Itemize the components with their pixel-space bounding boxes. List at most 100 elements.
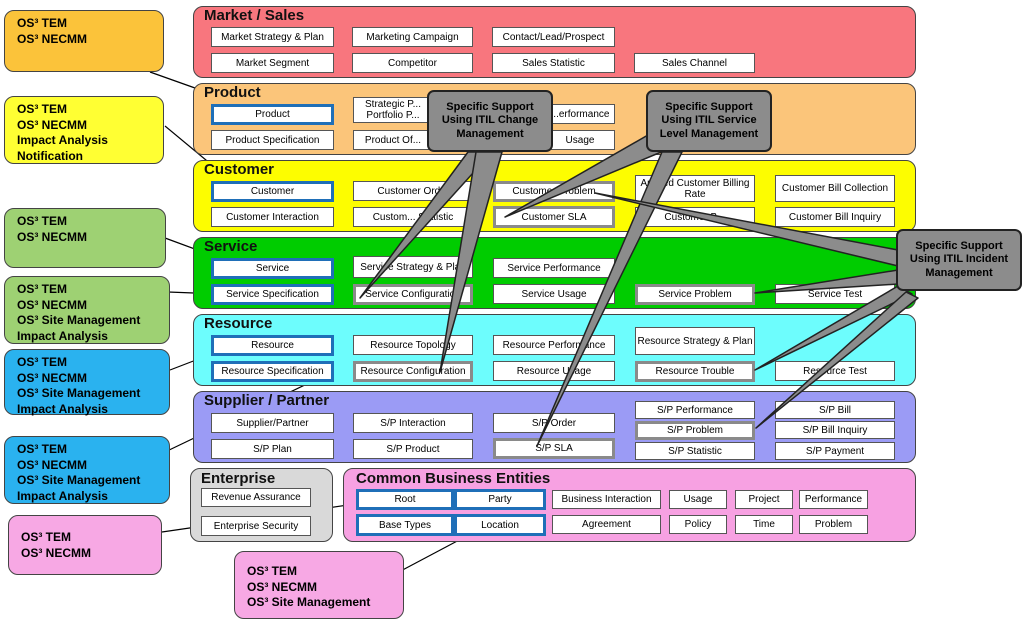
callout-line: OS³ TEM: [21, 530, 71, 544]
callout-line: Impact Analysis: [17, 401, 108, 416]
entity-agreement: Agreement: [552, 515, 661, 534]
entity-customer-interaction: Customer Interaction: [211, 207, 334, 227]
callout-root: OS³ TEM OS³ NECMM: [8, 515, 162, 575]
entity-customer-statistic: Custom... Statistic: [353, 207, 473, 227]
entity-sp-problem: S/P Problem: [635, 421, 755, 440]
entity-customer-bill: Customer B...: [635, 207, 755, 227]
itil-service-level-management-callout: Specific Support Using ITIL Service Leve…: [646, 90, 772, 152]
entity-resource-trouble: Resource Trouble: [635, 361, 755, 382]
entity-applied-customer-billing-rate: Applied Customer Billing Rate: [635, 175, 755, 202]
callout-customer: OS³ TEM OS³ NECMM: [4, 208, 166, 268]
entity-contact-lead-prospect: Contact/Lead/Prospect: [492, 27, 615, 47]
entity-sp-payment: S/P Payment: [775, 442, 895, 460]
itil-incident-management-callout: Specific Support Using ITIL Incident Man…: [896, 229, 1022, 291]
entity-problem: Problem: [799, 515, 868, 534]
entity-root: Root: [356, 489, 454, 510]
entity-product-offering: Product Of...: [353, 130, 433, 150]
entity-competitor: Competitor: [352, 53, 473, 73]
domain-title: Product: [204, 84, 261, 101]
domain-title: Supplier / Partner: [204, 392, 330, 409]
callout-resource: OS³ TEM OS³ NECMM OS³ Site Management Im…: [4, 349, 170, 416]
entity-base-types: Base Types: [356, 514, 454, 536]
entity-product-performance: ...erformance: [545, 104, 615, 124]
entity-resource-specification: Resource Specification: [211, 361, 334, 382]
entity-resource-usage: Resource Usage: [493, 361, 615, 381]
domain-title: Enterprise: [201, 470, 276, 487]
entity-service-usage: Service Usage: [493, 284, 615, 304]
callout-line: OS³ TEM: [17, 442, 67, 456]
callout-line: Impact Analysis: [17, 133, 108, 147]
callout-line: OS³ Site Management: [247, 595, 371, 609]
entity-project: Project: [735, 490, 793, 509]
entity-product: Product: [211, 104, 334, 125]
domain-title: Market / Sales: [204, 7, 305, 24]
entity-marketing-campaign: Marketing Campaign: [352, 27, 473, 47]
entity-sp-plan: S/P Plan: [211, 439, 334, 459]
entity-time: Time: [735, 515, 793, 534]
entity-customer-order: Customer Ord...: [353, 181, 473, 201]
callout-market-sales: OS³ TEM OS³ NECMM: [4, 10, 164, 72]
entity-resource-performance: Resource Performance: [493, 335, 615, 355]
entity-resource-strategy-plan: Resource Strategy & Plan: [635, 327, 755, 355]
callout-line: OS³ Site Management: [17, 386, 141, 400]
entity-sp-interaction: S/P Interaction: [353, 413, 473, 433]
entity-resource-test: Resource Test: [775, 361, 895, 381]
callout-line: OS³ NECMM: [17, 229, 87, 244]
entity-product-specification: Product Specification: [211, 130, 334, 150]
entity-sp-bill: S/P Bill: [775, 401, 895, 419]
entity-service-test: Service Test: [775, 284, 895, 304]
domain-title: Service: [204, 238, 258, 255]
callout-resource-specification: OS³ TEM OS³ NECMM OS³ Site Management Im…: [4, 436, 170, 504]
entity-customer-sla: Customer SLA: [493, 206, 615, 228]
entity-service-configuration: Service Configuration: [353, 284, 473, 305]
callout-product: OS³ TEM OS³ NECMM Impact Analysis Notifi…: [4, 96, 164, 164]
entity-revenue-assurance: Revenue Assurance: [201, 488, 311, 507]
entity-usage: Usage: [669, 490, 727, 509]
entity-customer-bill-collection: Customer Bill Collection: [775, 175, 895, 202]
callout-line: Notification: [17, 148, 83, 163]
callout-line: OS³ TEM: [17, 102, 67, 116]
domain-title: Resource: [204, 315, 273, 332]
entity-customer: Customer: [211, 181, 334, 202]
callout-line: OS³ TEM: [247, 564, 297, 578]
entity-sp-bill-inquiry: S/P Bill Inquiry: [775, 421, 895, 439]
entity-market-segment: Market Segment: [211, 53, 334, 73]
entity-party: Party: [454, 489, 546, 510]
entity-service-strategy-plan: Service Strategy & Plan: [353, 256, 473, 278]
entity-resource: Resource: [211, 335, 334, 356]
entity-resource-configuration: Resource Configuration: [353, 361, 473, 382]
callout-line: OS³ NECMM: [17, 117, 87, 132]
callout-line: OS³ TEM: [17, 214, 67, 228]
entity-sales-statistic: Sales Statistic: [492, 53, 615, 73]
callout-line: OS³ Site Management: [17, 313, 141, 327]
entity-location: Location: [454, 514, 546, 536]
callout-line: OS³ NECMM: [17, 297, 87, 312]
entity-product-usage: Usage: [545, 130, 615, 150]
callout-line: Impact Analysis: [17, 328, 108, 343]
callout-line: OS³ TEM: [17, 282, 67, 296]
entity-sp-product: S/P Product: [353, 439, 473, 459]
entity-sp-sla: S/P SLA: [493, 438, 615, 459]
callout-line: OS³ TEM: [17, 355, 67, 369]
entity-service-performance: Service Performance: [493, 258, 615, 278]
entity-sp-statistic: S/P Statistic: [635, 442, 755, 460]
domain-title: Common Business Entities: [356, 470, 551, 487]
itil-change-management-callout: Specific Support Using ITIL Change Manag…: [427, 90, 553, 152]
domain-title: Customer: [204, 161, 275, 178]
callout-line: OS³ Site Management: [17, 473, 141, 487]
entity-business-interaction: Business Interaction: [552, 490, 661, 509]
entity-sales-channel: Sales Channel: [634, 53, 755, 73]
callout-line: OS³ NECMM: [21, 545, 91, 560]
entity-enterprise-security: Enterprise Security: [201, 516, 311, 536]
entity-sp-performance: S/P Performance: [635, 401, 755, 419]
entity-performance: Performance: [799, 490, 868, 509]
callout-location: OS³ TEM OS³ NECMM OS³ Site Management: [234, 551, 404, 619]
callout-line: OS³ NECMM: [247, 579, 317, 594]
callout-line: OS³ NECMM: [17, 31, 87, 46]
callout-line: OS³ TEM: [17, 16, 67, 30]
entity-resource-topology: Resource Topology: [353, 335, 473, 355]
entity-sp-order: S/P Order: [493, 413, 615, 433]
entity-policy: Policy: [669, 515, 727, 534]
entity-market-strategy-plan: Market Strategy & Plan: [211, 27, 334, 47]
callout-service: OS³ TEM OS³ NECMM OS³ Site Management Im…: [4, 276, 170, 344]
